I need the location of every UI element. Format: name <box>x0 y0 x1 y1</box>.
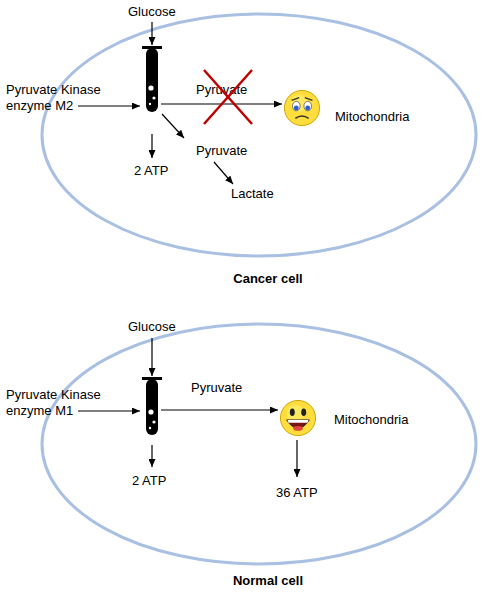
sad-smiley <box>283 89 321 127</box>
organelle-label: Mitochondria <box>334 412 408 428</box>
eyebrow <box>292 98 300 101</box>
atp-arrow <box>296 440 297 477</box>
glucose-arrow <box>151 22 152 45</box>
pathway-label: Pyruvate <box>196 82 247 98</box>
pyruvate-arrow <box>161 409 278 410</box>
tube-rim <box>142 377 162 380</box>
tube-bubble <box>149 427 151 429</box>
iris <box>294 106 299 111</box>
pathway-label: Pyruvate <box>191 380 242 396</box>
cell-membrane <box>42 324 476 564</box>
smiley-highlight <box>287 405 304 422</box>
tube-bubble <box>148 85 153 90</box>
test-tube <box>146 48 158 112</box>
tube-rim <box>142 46 162 49</box>
iris <box>305 106 310 111</box>
tube-bubble <box>148 409 153 414</box>
atp-arrow <box>151 445 152 467</box>
tube-bubble <box>152 420 155 423</box>
enzyme-arrow <box>78 105 140 106</box>
eye <box>290 409 295 417</box>
pathway-label: Glucose <box>128 319 176 335</box>
organelle-label: Mitochondria <box>335 109 409 125</box>
glucose-arrow <box>151 338 152 376</box>
tongue <box>293 426 303 431</box>
pathway-label: Pyruvate Kinase enzyme M1 <box>6 387 114 419</box>
cell: Normal cellMitochondria <box>40 322 478 566</box>
teeth <box>288 420 309 423</box>
eye <box>293 101 301 111</box>
pathway-label: 2 ATP <box>134 163 168 179</box>
pathway-label: Pyruvate <box>196 143 247 159</box>
tube-bubble <box>152 96 155 99</box>
pathway-label: Pyruvate Kinase enzyme M2 <box>6 82 114 114</box>
cell-outline <box>40 12 478 258</box>
atp-arrow <box>151 134 152 158</box>
enzyme-arrow <box>78 410 140 411</box>
cell-outline <box>40 322 478 566</box>
cell: Cancer cellMitochondria <box>40 12 478 258</box>
test-tube <box>146 379 158 435</box>
pyruvate-arrow <box>161 103 282 104</box>
tube-bubble <box>149 103 151 105</box>
pathway-label: 36 ATP <box>276 485 318 501</box>
pathway-label: Glucose <box>128 4 176 20</box>
lactate-arrow <box>214 162 233 184</box>
cell-heading: Normal cell <box>49 573 487 589</box>
eye <box>301 409 306 417</box>
cell-membrane <box>42 14 476 256</box>
smiley-face <box>280 400 315 435</box>
eye <box>304 101 312 111</box>
pyruvate-arrow <box>162 114 184 138</box>
happy-smiley <box>279 399 317 437</box>
frown <box>295 116 308 118</box>
mitochondrion: Mitochondria <box>283 89 321 127</box>
pathway-label: 2 ATP <box>132 473 166 489</box>
smiley-face <box>284 90 319 125</box>
mitochondrion: Mitochondria <box>279 399 317 437</box>
blocked-cross <box>204 70 252 124</box>
blocked-cross <box>204 70 252 124</box>
cell-heading: Cancer cell <box>49 271 487 287</box>
pathway-label: Lactate <box>231 186 274 202</box>
eyebrow <box>305 98 313 101</box>
